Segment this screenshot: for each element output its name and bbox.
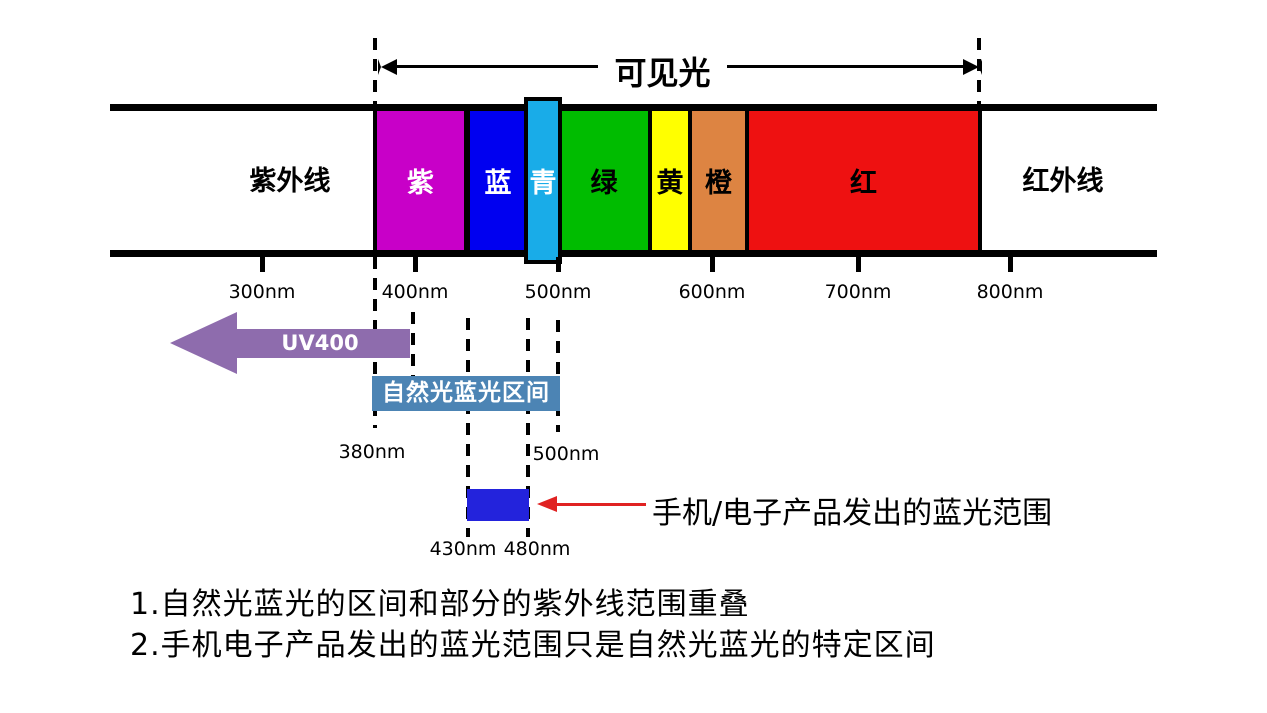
natural-blue-light-bar: 自然光蓝光区间: [372, 376, 560, 411]
visible-light-arrow-left-shaft: [387, 65, 598, 68]
band-blue: 蓝: [466, 104, 530, 257]
guide-480nm-dashed-line: [526, 318, 530, 537]
band-green: 绿: [556, 104, 652, 257]
visible-light-left-dashed-line: [373, 38, 377, 104]
uv400-label: UV400: [281, 331, 359, 355]
natural-blue-start-label: 380nm: [338, 441, 406, 463]
ir-region-label: 红外线: [1022, 166, 1104, 197]
notes: 1.自然光蓝光的区间和部分的紫外线范围重叠 2.手机电子产品发出的蓝光范围只是自…: [130, 584, 936, 666]
uv400-arrow-body: [237, 329, 410, 358]
tick-label-500nm: 500nm: [524, 281, 592, 303]
visible-light-arrow-right-shaft: [727, 65, 967, 68]
visible-light-title: 可见光: [614, 54, 711, 92]
device-blue-start-label: 430nm: [429, 538, 497, 560]
tick-500nm: [556, 257, 561, 272]
tick-400nm: [413, 257, 418, 272]
right-arrowhead-icon: [963, 59, 982, 75]
band-orange: 橙: [688, 104, 749, 257]
natural-blue-end-label: 500nm: [532, 443, 600, 465]
device-blue-light-rect: [467, 489, 529, 521]
tick-label-600nm: 600nm: [678, 281, 746, 303]
device-blue-end-label: 480nm: [503, 538, 571, 560]
uv400-arrowhead-icon: [170, 312, 237, 374]
note-line-2: 2.手机电子产品发出的蓝光范围只是自然光蓝光的特定区间: [130, 628, 936, 663]
left-arrowhead-icon: [378, 59, 397, 75]
tick-label-300nm: 300nm: [228, 281, 296, 303]
device-blue-annotation: 手机/电子产品发出的蓝光范围: [652, 496, 1053, 531]
tick-label-800nm: 800nm: [976, 281, 1044, 303]
tick-300nm: [260, 257, 265, 272]
guide-400nm-dashed-line: [411, 312, 415, 376]
band-red: 红: [745, 104, 982, 257]
uv-region-label: 紫外线: [249, 166, 331, 197]
band-cyan: 青: [524, 97, 562, 264]
device-pointer-arrowhead-icon: [537, 496, 557, 512]
band-violet: 紫: [373, 104, 468, 257]
tick-600nm: [710, 257, 715, 272]
tick-label-400nm: 400nm: [381, 281, 449, 303]
tick-700nm: [856, 257, 861, 272]
tick-800nm: [1008, 257, 1013, 272]
device-pointer-shaft: [556, 503, 646, 506]
tick-label-700nm: 700nm: [824, 281, 892, 303]
band-yellow: 黄: [648, 104, 692, 257]
spectrum-top-line: [110, 104, 1157, 111]
note-line-1: 1.自然光蓝光的区间和部分的紫外线范围重叠: [130, 587, 750, 622]
guide-430nm-dashed-line: [466, 318, 470, 537]
spectrum-bottom-line: [110, 250, 1157, 257]
